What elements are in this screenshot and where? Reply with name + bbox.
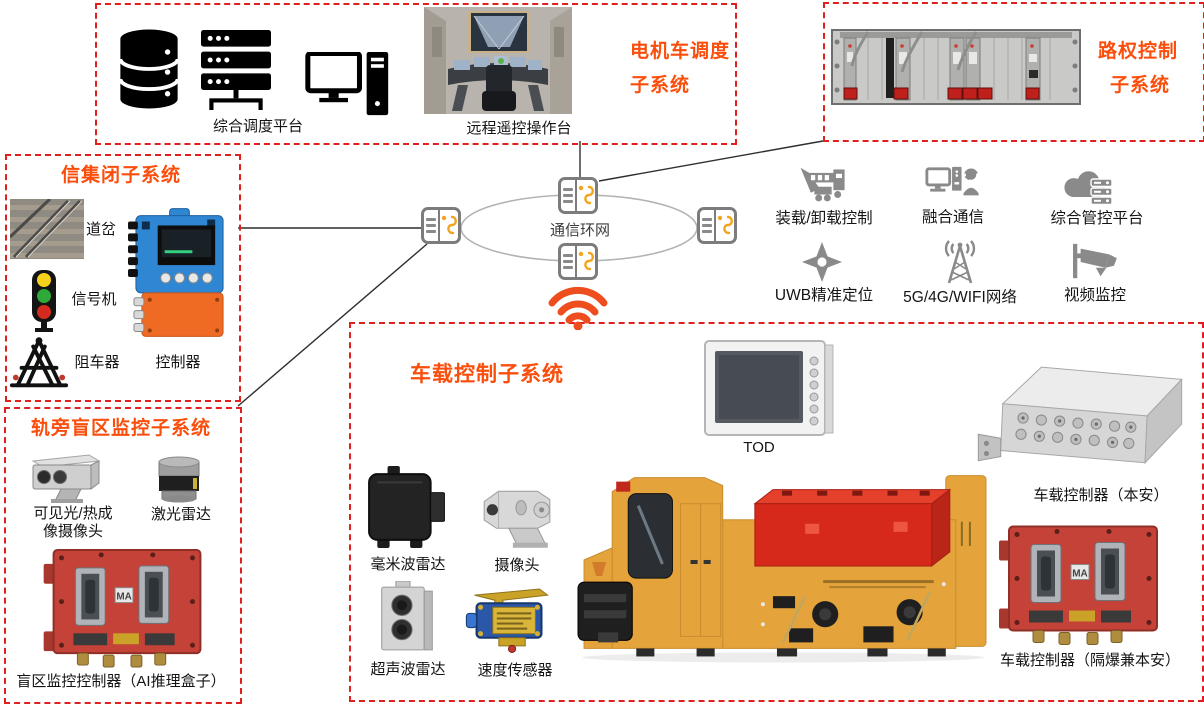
server-icon — [201, 30, 271, 110]
switch-ports — [561, 180, 577, 211]
tod-display-photo — [704, 340, 834, 436]
cctv-camera-icon — [1073, 243, 1117, 279]
video-surveillance-label: 视频监控 — [1063, 287, 1127, 304]
onboard-box-title: 车载控制子系统 — [410, 363, 564, 386]
loading-control-icon — [800, 167, 845, 202]
rack-equipment-photo — [831, 29, 1081, 105]
exia-controller-photo: MA — [999, 525, 1158, 645]
dispatch-subsystem-box — [95, 3, 737, 145]
cable-glyph-icon — [717, 215, 733, 234]
blind-zone-subsystem-box — [4, 407, 242, 704]
signal-controller-label: 控制器 — [155, 354, 201, 371]
ia-controller-photo — [977, 366, 1183, 465]
converged-comms-icon — [925, 166, 979, 196]
cable-glyph-icon — [578, 185, 594, 204]
cloud-server-icon — [1064, 171, 1113, 206]
ai-box-controller-label: 盲区监控控制器（AI推理盒子） — [16, 673, 226, 690]
network-switch-icon — [697, 207, 737, 244]
switch-ports — [424, 210, 440, 241]
network-switch-icon — [421, 207, 461, 244]
mmwave-radar-label: 毫米波雷达 — [370, 556, 446, 573]
road-right-title-line1: 路权控制 — [1098, 41, 1179, 62]
console-label: 远程遥控操作台 — [466, 120, 572, 137]
railway-switch-label: 道岔 — [85, 221, 117, 238]
blind-box-title: 轨旁盲区监控子系统 — [30, 418, 212, 439]
onboard-camera-photo — [483, 490, 551, 548]
converged-comms-label: 融合通信 — [921, 209, 985, 226]
cable-glyph-icon — [441, 215, 457, 234]
antenna-tower-icon — [944, 240, 976, 284]
platform-label: 综合调度平台 — [212, 118, 304, 135]
ma-badge: MA — [1072, 569, 1088, 580]
ultrasonic-radar-label: 超声波雷达 — [370, 661, 446, 678]
car-stopper-photo — [9, 337, 69, 388]
onboard-camera-label: 摄像头 — [494, 557, 540, 574]
speed-sensor-label: 速度传感器 — [477, 662, 553, 679]
uwb-positioning-label: UWB精准定位 — [774, 287, 874, 304]
exia-controller-label: 车载控制器（隔爆兼本安） — [999, 652, 1181, 669]
ring-network-label: 通信环网 — [549, 222, 611, 239]
lidar-photo — [158, 456, 200, 503]
dispatch-title-line2: 子系统 — [630, 75, 691, 96]
ma-badge: MA — [116, 592, 131, 603]
thermal-camera-photo — [31, 454, 101, 503]
tod-label: TOD — [743, 439, 775, 456]
dispatch-title-line1: 电机车调度 — [630, 41, 731, 62]
database-icon — [118, 29, 180, 109]
loading-control-label: 装载/卸载控制 — [775, 210, 873, 227]
switch-ports — [561, 246, 577, 277]
network-switch-icon — [558, 177, 598, 214]
signal-light-photo — [32, 270, 56, 332]
thermal-camera-label-line2: 像摄像头 — [42, 523, 104, 540]
remote-console-photo — [424, 7, 572, 114]
thermal-camera-label-line1: 可见光/热成 — [33, 505, 113, 522]
car-stopper-label: 阻车器 — [74, 354, 120, 371]
signal-controller-photo — [128, 208, 224, 337]
ultrasonic-radar-photo — [381, 581, 433, 651]
cloud-server-label: 综合管控平台 — [1050, 210, 1144, 227]
signal-blocking-subsystem-box — [5, 154, 241, 402]
mmwave-radar-photo — [368, 466, 445, 548]
5g-network-label: 5G/4G/WIFI网络 — [903, 289, 1017, 306]
locomotive-photo — [577, 475, 987, 663]
lidar-label: 激光雷达 — [150, 506, 212, 523]
wifi-icon — [548, 286, 608, 330]
uwb-positioning-icon — [801, 241, 843, 283]
ia-controller-label: 车载控制器（本安） — [1033, 487, 1169, 504]
ai-box-controller-photo: MA — [43, 548, 202, 668]
railway-switch-photo — [10, 199, 84, 259]
signal-box-title: 信集闭子系统 — [60, 165, 182, 186]
onboard-control-subsystem-box — [349, 322, 1204, 702]
speed-sensor-photo — [465, 588, 549, 653]
switch-ports — [700, 210, 716, 241]
road-right-title-line2: 子系统 — [1110, 75, 1171, 96]
signal-light-label: 信号机 — [71, 291, 117, 308]
desktop-computer-icon — [305, 52, 389, 116]
cable-glyph-icon — [578, 251, 594, 270]
network-switch-icon — [558, 243, 598, 280]
